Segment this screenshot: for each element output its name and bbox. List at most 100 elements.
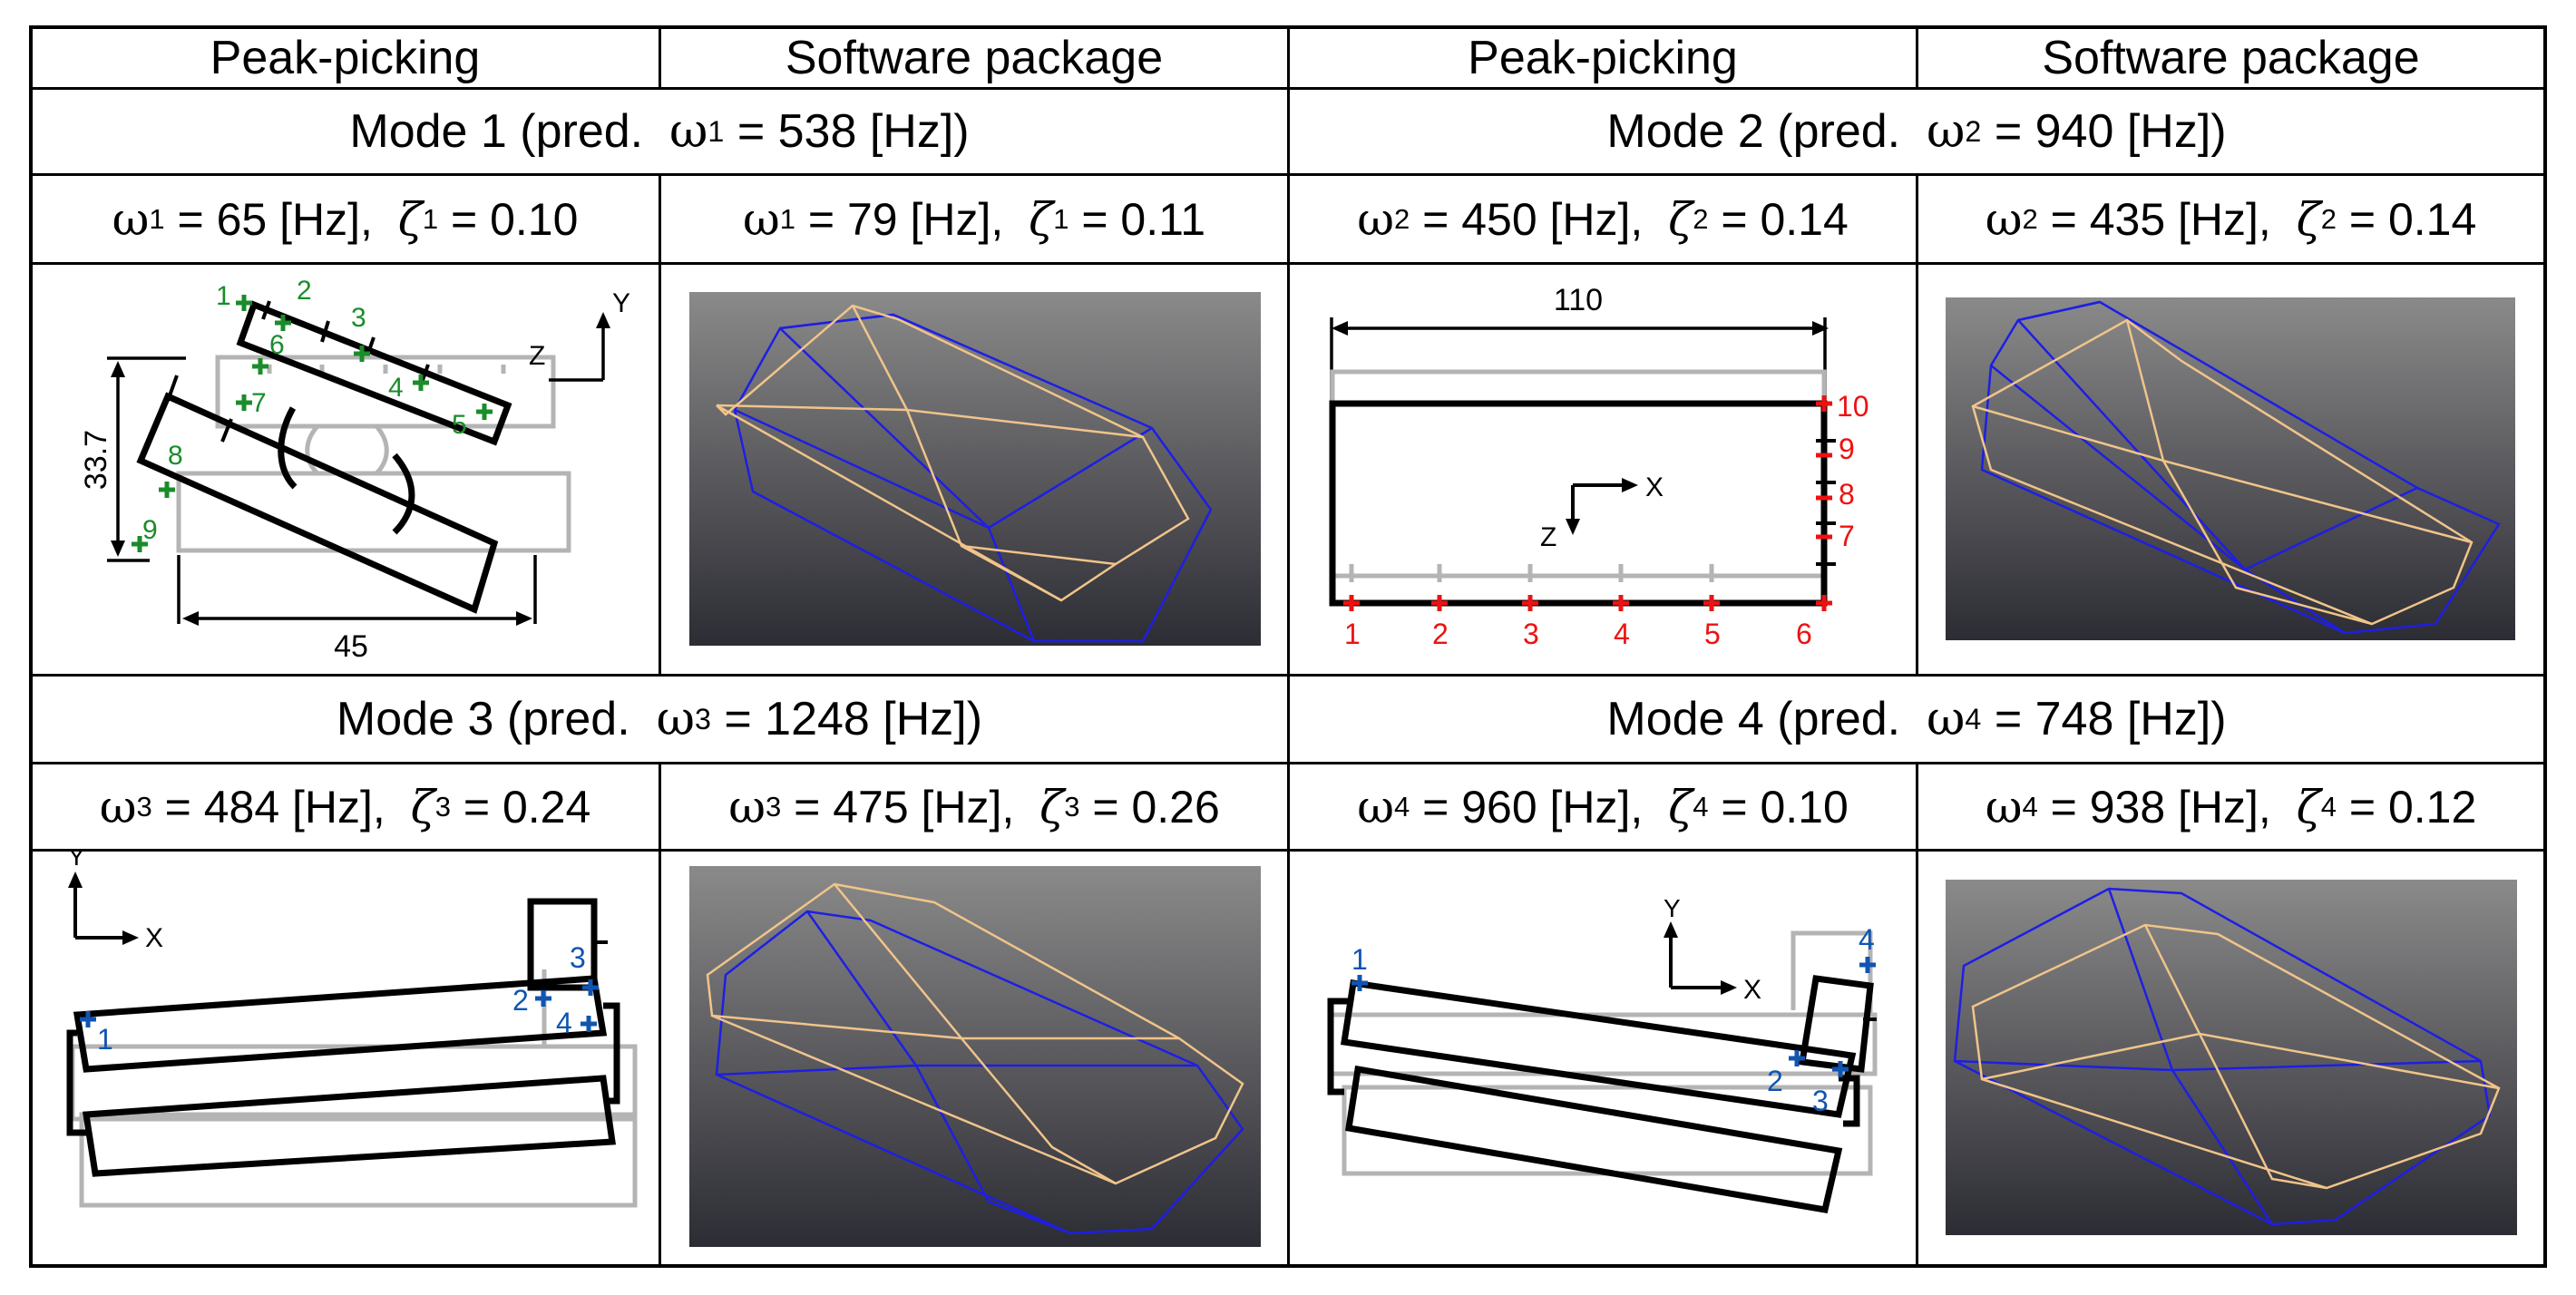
natural-frequency-value: = 450 [Hz],	[1422, 193, 1644, 245]
natural-frequency-value: = 484 [Hz],	[164, 781, 385, 832]
measurement-point-label: 1	[97, 1023, 113, 1056]
zeta-index: 2	[2320, 202, 2337, 235]
damping-ratio-value: = 0.11	[1081, 193, 1206, 245]
axis-x-label: X	[1743, 975, 1761, 1005]
measurement-point-label: 4	[1614, 618, 1630, 650]
damping-ratio-value: = 0.14	[2348, 193, 2477, 245]
zeta-symbol: ζ	[397, 192, 423, 246]
omega-symbol: ω	[112, 192, 150, 246]
omega-symbol: ω	[728, 780, 766, 833]
axis-y-label: Y	[68, 852, 85, 871]
predicted-frequency-value: = 1248 [Hz])	[724, 693, 983, 745]
column-divider	[659, 25, 661, 89]
omega-index: 2	[1965, 114, 1982, 148]
zeta-index: 4	[1693, 790, 1709, 823]
mode-2-peak-picking-sketch: 110 X Z 1 2 3 4 5 6 7 8 9 10	[1329, 283, 1869, 650]
measurement-point-label: 2	[1432, 618, 1449, 650]
measurement-point-label: 3	[570, 941, 586, 974]
zeta-index: 2	[1693, 202, 1709, 235]
mode-4-software-render	[1946, 880, 2517, 1235]
measurement-point-label: 3	[351, 303, 366, 333]
natural-frequency-value: = 960 [Hz],	[1422, 781, 1644, 832]
zeta-index: 1	[422, 202, 439, 235]
measurement-point-label: 1	[216, 281, 231, 311]
damping-ratio-value: = 0.10	[1721, 781, 1849, 832]
zeta-symbol: ζ	[2296, 780, 2321, 833]
dimension-height-label: 33.7	[79, 430, 113, 490]
column-divider	[659, 762, 661, 1268]
measurement-point-label: 6	[1796, 618, 1812, 650]
header-software-package: Software package	[785, 31, 1164, 84]
column-divider	[1916, 173, 1918, 676]
mode-title-prefix: Mode 3 (pred.	[336, 693, 630, 745]
measurement-point-label: 8	[168, 441, 183, 471]
zeta-symbol: ζ	[2296, 192, 2321, 246]
damping-ratio-value: = 0.10	[450, 193, 579, 245]
natural-frequency-value: = 65 [Hz],	[177, 193, 373, 245]
zeta-symbol: ζ	[1668, 192, 1693, 246]
table-border-left	[29, 25, 33, 1268]
omega-symbol: ω	[1985, 192, 2023, 246]
natural-frequency-value: = 79 [Hz],	[807, 193, 1004, 245]
omega-symbol: ω	[742, 192, 780, 246]
zeta-symbol: ζ	[410, 780, 435, 833]
omega-symbol: ω	[1927, 692, 1966, 746]
predicted-frequency-value: = 748 [Hz])	[1994, 693, 2227, 745]
zeta-index: 3	[1064, 790, 1080, 823]
predicted-frequency-value: = 940 [Hz])	[1994, 105, 2227, 158]
natural-frequency-value: = 938 [Hz],	[2050, 781, 2271, 832]
mode-3-software-render	[689, 866, 1261, 1247]
dimension-width-label: 45	[334, 629, 368, 664]
axis-z-label: Z	[529, 341, 545, 371]
measurement-point-label: 10	[1837, 390, 1869, 423]
omega-index: 3	[765, 790, 782, 823]
omega-symbol: ω	[1985, 780, 2023, 833]
mode-2-software-render	[1946, 297, 2515, 640]
zeta-symbol: ζ	[1668, 780, 1693, 833]
damping-ratio-value: = 0.24	[463, 781, 591, 832]
measurement-point-label: 1	[1351, 943, 1368, 976]
measurement-point-label: 4	[1859, 923, 1875, 956]
column-divider	[659, 173, 661, 676]
measurement-point-label: 5	[452, 410, 467, 440]
mode-3-peak-picking-sketch: Y X 1 2 3 4	[66, 852, 638, 1208]
zeta-index: 4	[2320, 790, 2337, 823]
omega-symbol: ω	[1927, 104, 1966, 159]
omega-index: 2	[2022, 202, 2038, 235]
measurement-point-label: 9	[1839, 433, 1855, 465]
dimension-width-label: 110	[1554, 283, 1603, 317]
zeta-symbol: ζ	[1039, 780, 1065, 833]
measurement-point-label: 4	[388, 373, 404, 403]
measurement-point-label: 5	[1704, 618, 1721, 650]
predicted-frequency-value: = 538 [Hz])	[737, 105, 970, 158]
measurement-point-label: 8	[1839, 478, 1855, 511]
axis-x-label: X	[145, 923, 163, 953]
header-peak-picking: Peak-picking	[210, 31, 481, 84]
measurement-point-label: 4	[556, 1007, 572, 1039]
mode-4-peak-picking-sketch: Y X 1 2 3 4	[1327, 894, 1878, 1214]
omega-index: 1	[779, 202, 795, 235]
header-peak-picking: Peak-picking	[1468, 31, 1738, 84]
omega-index: 2	[1393, 202, 1410, 235]
mode-title-prefix: Mode 1 (pred.	[349, 105, 644, 158]
measurement-point-label: 9	[142, 515, 158, 545]
natural-frequency-value: = 475 [Hz],	[794, 781, 1015, 832]
natural-frequency-value: = 435 [Hz],	[2050, 193, 2271, 245]
damping-ratio-value: = 0.12	[2348, 781, 2477, 832]
column-divider	[1916, 762, 1918, 1268]
mode-title-prefix: Mode 2 (pred.	[1606, 105, 1901, 158]
zeta-index: 3	[434, 790, 451, 823]
axis-y-label: Y	[612, 288, 630, 318]
omega-index: 1	[149, 202, 165, 235]
measurement-point-label: 3	[1523, 618, 1539, 650]
mode-1-peak-picking-sketch: 33.7 45 Y Z 1 2 3 4 5 6 7 8 9	[79, 276, 630, 664]
axis-z-label: Z	[1540, 522, 1556, 552]
damping-ratio-value: = 0.26	[1092, 781, 1220, 832]
